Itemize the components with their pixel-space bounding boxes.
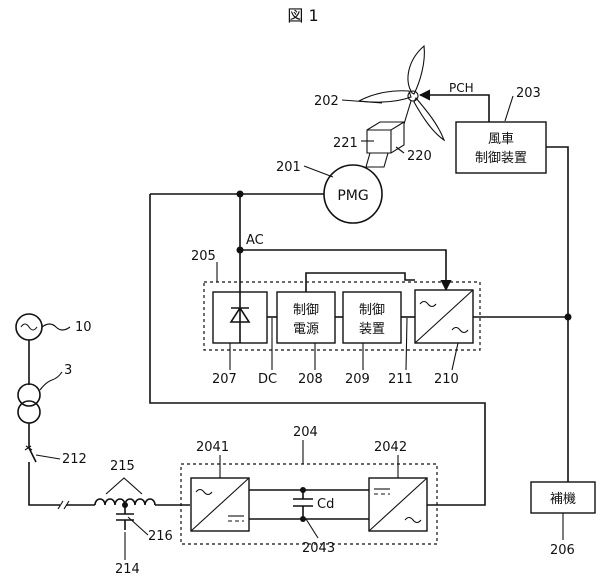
- ref-209: 209: [345, 372, 370, 387]
- ref-201: 201: [276, 160, 301, 175]
- figure-title: 図 1: [287, 6, 318, 25]
- ref-215: 215: [110, 459, 135, 474]
- transformer-3: [18, 384, 40, 423]
- turbine-hub: [408, 91, 418, 101]
- aux-equipment-label: 補機: [550, 492, 576, 507]
- dc-link-dot-bottom: [300, 516, 306, 522]
- ctrl-dev-label-2: 装置: [359, 322, 385, 337]
- shaft-coupling: [366, 153, 388, 167]
- ref-208: 208: [298, 372, 323, 387]
- dc-link-dot-top: [300, 487, 306, 493]
- ref-220: 220: [407, 149, 432, 164]
- pch-signal-line: [420, 95, 489, 122]
- ref-210: 210: [434, 372, 459, 387]
- ctrl-dev-label-1: 制御: [359, 303, 385, 318]
- ctrl-psu-label-1: 制御: [293, 303, 319, 318]
- dc-label: DC: [258, 372, 277, 387]
- grid-source-10: [16, 314, 42, 340]
- turbine-blades: [359, 46, 444, 140]
- junction-dot-aux: [565, 314, 572, 321]
- ref-205: 205: [191, 249, 216, 264]
- cd-label: Cd: [317, 497, 334, 512]
- ctrl-psu-label-2: 電源: [293, 322, 319, 337]
- junction-dot-ac: [237, 247, 244, 254]
- ref-202: 202: [314, 94, 339, 109]
- ref-212: 212: [62, 452, 87, 467]
- ac-label: AC: [246, 233, 264, 248]
- ref-204: 204: [293, 425, 318, 440]
- pch-label: PCH: [449, 81, 474, 95]
- ref-10: 10: [75, 320, 92, 335]
- pmg-label: PMG: [337, 188, 368, 204]
- ref-2041: 2041: [196, 440, 229, 455]
- turbine-control-label-1: 風車: [488, 132, 514, 147]
- junction-dot-pmg: [237, 191, 244, 198]
- breaker-212: [25, 446, 36, 462]
- turbine-control-label-2: 制御装置: [475, 151, 527, 166]
- ref-214: 214: [115, 562, 140, 577]
- ref-207: 207: [212, 372, 237, 387]
- filter-capacitor-214: [116, 505, 134, 530]
- ref-3: 3: [64, 363, 72, 378]
- ref-221: 221: [333, 136, 358, 151]
- ref-211: 211: [388, 372, 413, 387]
- ref-206: 206: [550, 543, 575, 558]
- ref-2043: 2043: [302, 541, 335, 556]
- ref-216: 216: [148, 529, 173, 544]
- ref-203: 203: [516, 86, 541, 101]
- ref-2042: 2042: [374, 440, 407, 455]
- dc-link: [249, 490, 369, 519]
